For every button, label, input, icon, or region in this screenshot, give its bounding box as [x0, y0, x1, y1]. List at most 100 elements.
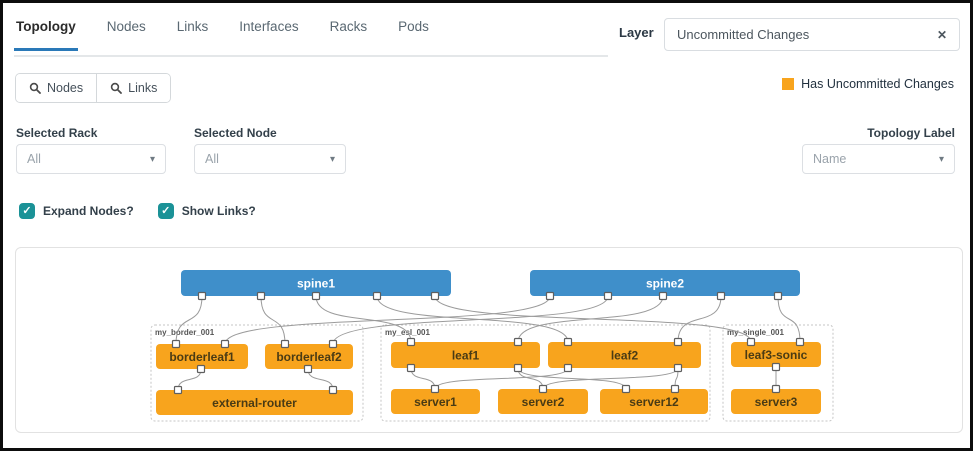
node-borderleaf1-label: borderleaf1 [169, 350, 235, 364]
port [771, 362, 781, 372]
node-leaf1[interactable] [391, 342, 540, 368]
tab-links[interactable]: Links [176, 19, 209, 34]
node-leaf3-sonic[interactable] [731, 342, 821, 367]
topology-link [434, 367, 569, 390]
port [303, 364, 313, 374]
expand-nodes-option[interactable]: ✓ Expand Nodes? [19, 203, 134, 219]
layer-field[interactable]: ✕ [664, 18, 960, 51]
rack-group-label: my_single_001 [727, 328, 784, 337]
selected-node-dropdown[interactable]: All ▾ [194, 144, 346, 174]
show-links-option[interactable]: ✓ Show Links? [157, 203, 256, 219]
port [372, 291, 382, 301]
expand-nodes-checkbox[interactable]: ✓ [19, 203, 35, 219]
port [220, 339, 230, 349]
selected-rack-dropdown[interactable]: All ▾ [16, 144, 166, 174]
search-button-group: Nodes Links [15, 73, 172, 103]
port [406, 337, 416, 347]
search-nodes-button[interactable]: Nodes [16, 74, 97, 102]
show-links-label: Show Links? [181, 204, 256, 218]
port [311, 291, 321, 301]
port [173, 385, 183, 395]
display-options: ✓ Expand Nodes? ✓ Show Links? [19, 203, 256, 219]
tab-interfaces[interactable]: Interfaces [239, 19, 299, 34]
port [406, 363, 416, 373]
port [670, 384, 680, 394]
tab-topology[interactable]: Topology [14, 13, 78, 51]
port [256, 291, 266, 301]
selected-node-value: All [205, 152, 219, 166]
port [538, 384, 548, 394]
rack-group-my_border_001 [150, 324, 364, 422]
port [795, 337, 805, 347]
search-links-button[interactable]: Links [96, 74, 171, 102]
tab-racks[interactable]: Racks [329, 19, 368, 34]
node-spine1[interactable] [181, 270, 451, 296]
uncommitted-legend: Has Uncommitted Changes [782, 77, 954, 91]
node-server1[interactable] [391, 389, 480, 414]
node-leaf2-label: leaf2 [611, 349, 639, 363]
port [673, 363, 683, 373]
node-borderleaf2[interactable] [265, 344, 353, 369]
topology-link [542, 367, 679, 390]
node-server2[interactable] [498, 389, 588, 414]
show-links-checkbox[interactable]: ✓ [157, 203, 174, 219]
clear-icon[interactable]: ✕ [936, 27, 947, 42]
port [771, 384, 781, 394]
node-server12-label: server12 [629, 395, 679, 409]
port [746, 337, 756, 347]
node-server1-label: server1 [414, 395, 457, 409]
node-server12[interactable] [600, 389, 708, 414]
node-spine1-label: spine1 [297, 277, 335, 291]
expand-nodes-label: Expand Nodes? [43, 204, 134, 218]
node-spine2[interactable] [530, 270, 800, 296]
layer-label: Layer [619, 25, 654, 40]
search-icon [110, 82, 123, 94]
rack-group-my_esl_001 [380, 324, 711, 422]
port [430, 384, 440, 394]
tab-bar-divider [14, 55, 608, 57]
port [773, 291, 783, 301]
tab-nodes[interactable]: Nodes [106, 19, 146, 34]
layer-input[interactable] [665, 27, 925, 42]
topology-label-value: Name [813, 152, 847, 166]
topology-link [260, 295, 286, 345]
search-links-label: Links [128, 81, 158, 95]
tab-bar: Topology Nodes Links Interfaces Racks Po… [14, 13, 431, 51]
topology-label-label: Topology Label [867, 126, 955, 140]
topology-link [517, 295, 664, 343]
node-borderleaf2-label: borderleaf2 [276, 350, 342, 364]
port [621, 384, 631, 394]
selected-rack-label: Selected Rack [16, 126, 98, 140]
port [563, 337, 573, 347]
port [545, 291, 555, 301]
topology-link [315, 295, 412, 343]
topology-label-dropdown[interactable]: Name ▾ [802, 144, 955, 174]
topology-link [332, 295, 609, 345]
tab-pods[interactable]: Pods [398, 19, 429, 34]
port [328, 339, 338, 349]
port [280, 339, 290, 349]
search-nodes-label: Nodes [47, 81, 84, 95]
selected-rack-value: All [27, 152, 41, 166]
node-external-router[interactable] [156, 390, 353, 415]
topology-link [677, 295, 722, 343]
port [196, 364, 206, 374]
node-server3[interactable] [731, 389, 821, 414]
port [430, 291, 440, 301]
selected-node-label: Selected Node [194, 126, 277, 140]
chevron-down-icon: ▾ [938, 153, 944, 165]
uncommitted-color-swatch [782, 78, 795, 90]
node-server2-label: server2 [522, 395, 565, 409]
node-leaf3-sonic-label: leaf3-sonic [745, 348, 808, 362]
topology-link [224, 295, 551, 345]
search-icon [29, 82, 41, 94]
node-borderleaf1[interactable] [156, 344, 248, 369]
port [513, 363, 523, 373]
port [563, 363, 573, 373]
topology-link [777, 295, 801, 343]
node-leaf2[interactable] [548, 342, 701, 368]
chevron-down-icon: ▾ [329, 153, 335, 165]
node-leaf1-label: leaf1 [452, 349, 480, 363]
